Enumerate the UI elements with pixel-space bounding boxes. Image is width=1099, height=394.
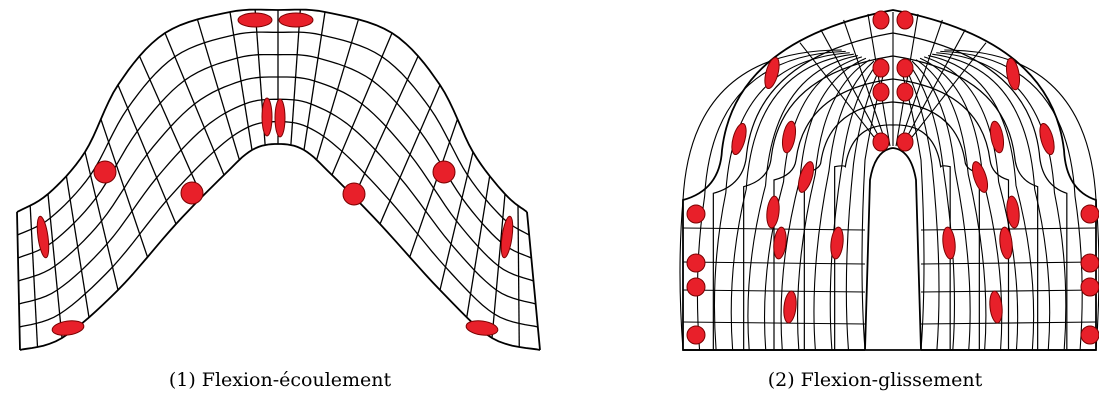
grid-radial-line [118,85,176,224]
strain-marker [829,226,844,259]
strain-marker [181,182,203,204]
strain-marker [969,160,990,194]
grid-shear-line [846,64,882,350]
strain-marker [687,205,705,223]
strain-marker [780,120,797,154]
strain-marker [687,278,705,296]
strain-marker [94,161,116,183]
strain-marker [51,319,85,337]
strain-marker [988,120,1005,154]
grid-shear-line [904,64,939,350]
strain-marker [262,98,272,136]
strain-marker [343,183,365,205]
grid-layer-line [774,79,1009,350]
strain-marker [433,161,455,183]
grid-radial-line [380,85,440,224]
strain-marker [897,11,913,29]
grid-shear-line [798,60,870,350]
strain-marker [873,133,889,151]
grid-radial-line [66,176,89,317]
strain-marker [1004,57,1021,91]
strain-marker [275,99,285,137]
strain-marker [1081,254,1099,272]
grid-radial-line [140,56,202,197]
grid-radial-line [165,33,224,175]
strain-marker [897,133,913,151]
strain-marker [1081,326,1099,344]
panel-flexion-ecoulement [17,10,540,350]
strain-marker [873,59,889,77]
strain-marker [1081,278,1099,296]
strain-marker [765,195,780,228]
grid-radial-line [197,19,239,159]
strain-marker [897,59,913,77]
strain-marker [499,216,515,259]
grid-radial-line [354,56,418,197]
strain-marker [279,13,313,27]
strain-marker [687,326,705,344]
grid-radial-line [518,206,519,347]
strain-marker [795,160,816,194]
grid-shear-line [814,61,874,350]
caption-panel-1: (1) Flexion-écoulement [169,369,392,391]
strain-marker [941,226,956,259]
inner-boundary [865,148,921,350]
strain-marker [238,13,272,27]
strain-marker [897,83,913,101]
grid-radial-line [467,176,490,317]
strain-marker [998,226,1013,259]
strain-marker [782,290,797,323]
grid-layer-line [835,125,951,350]
strain-marker [1005,195,1020,228]
strain-marker [1081,205,1099,223]
grid-shear-line [714,53,849,350]
strain-marker [873,83,889,101]
grid-radial-line [317,19,359,159]
grid-radial-line [527,212,540,350]
strain-marker [1037,122,1057,156]
grid-radial-line [332,33,392,175]
grid-layer-line [20,122,538,327]
strain-marker [873,11,889,29]
grid-shear-line [916,60,986,350]
strain-marker [35,216,51,259]
strain-marker [687,254,705,272]
strain-marker [729,122,749,156]
caption-panel-2: (2) Flexion-glissement [768,369,983,391]
panel-flexion-glissement [680,10,1099,350]
